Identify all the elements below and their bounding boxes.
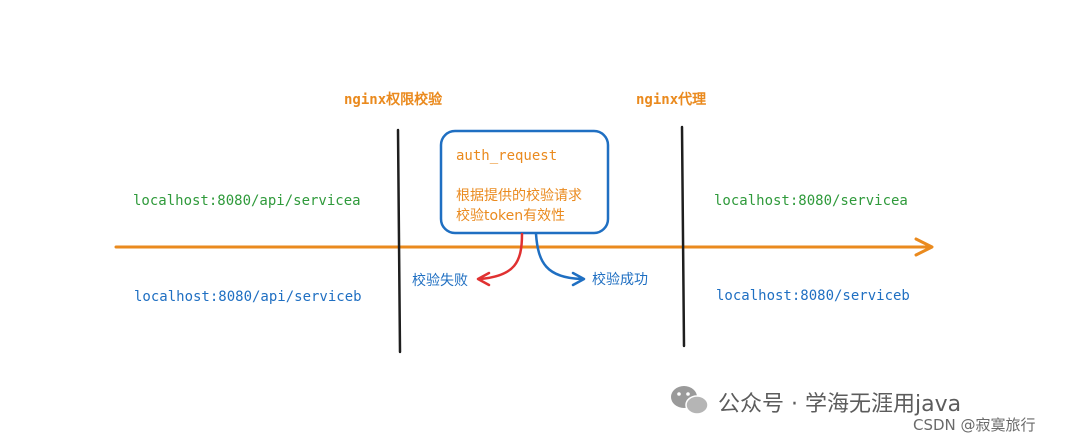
proxy-boundary-line: [680, 125, 686, 348]
request-flow-arrowhead: [914, 237, 934, 257]
success-arrowhead: [571, 271, 586, 287]
right-servicea-url: localhost:8080/servicea: [714, 193, 908, 209]
auth-gateway-title: nginx权限校验: [344, 92, 443, 108]
auth-request-desc-line2: 校验token有效性: [456, 208, 566, 224]
auth-request-title: auth_request: [456, 148, 558, 164]
proxy-gateway-title: nginx代理: [636, 92, 707, 108]
watermark-account: 公众号 · 学海无涯用java: [718, 392, 962, 417]
watermark-source: CSDN @寂寞旅行: [913, 416, 1036, 434]
wechat-icon: [671, 386, 709, 415]
auth-boundary-line: [396, 128, 402, 354]
fail-arrow: [478, 232, 524, 281]
fail-label: 校验失败: [412, 273, 468, 289]
left-servicea-url: localhost:8080/api/servicea: [133, 193, 361, 209]
success-arrow: [534, 232, 584, 281]
fail-arrowhead: [476, 271, 491, 287]
auth-request-desc-line1: 根据提供的校验请求: [456, 188, 582, 204]
left-serviceb-url: localhost:8080/api/serviceb: [134, 289, 362, 305]
success-label: 校验成功: [592, 272, 648, 288]
right-serviceb-url: localhost:8080/serviceb: [716, 288, 910, 304]
auth-request-box: [439, 129, 610, 235]
